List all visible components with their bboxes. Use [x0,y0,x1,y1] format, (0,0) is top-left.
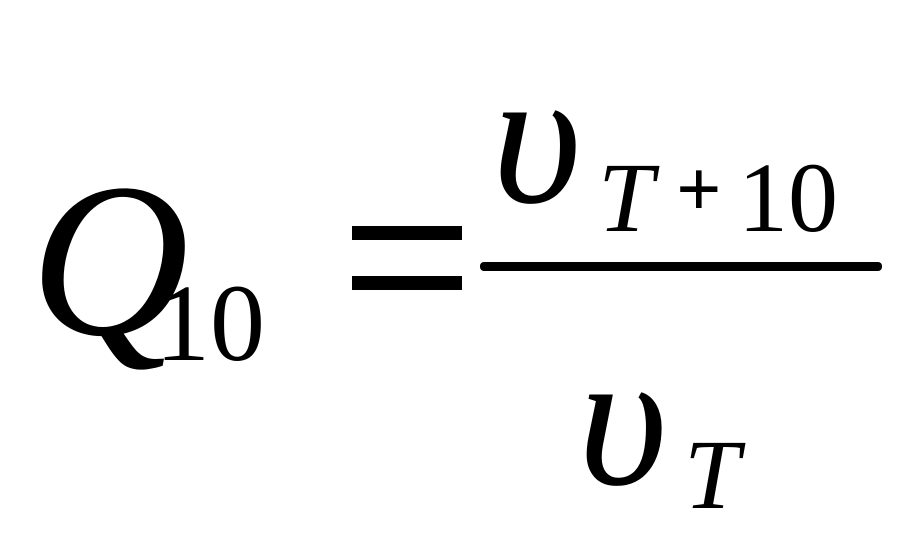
numerator-subscript-operator: + [676,146,722,234]
equals-sign-bottom-bar [352,276,462,290]
denominator-rate-symbol: υ [578,311,668,527]
fraction-bar [480,262,882,271]
lhs-symbol-q: Q [30,138,189,382]
numerator-rate-symbol: υ [492,29,582,245]
numerator-subscript-constant: 10 [738,142,838,253]
numerator-subscript-variable: T [598,142,654,253]
equals-sign-top-bar [352,226,462,240]
lhs-subscript: 10 [155,262,265,384]
denominator-subscript-variable: T [684,419,740,530]
